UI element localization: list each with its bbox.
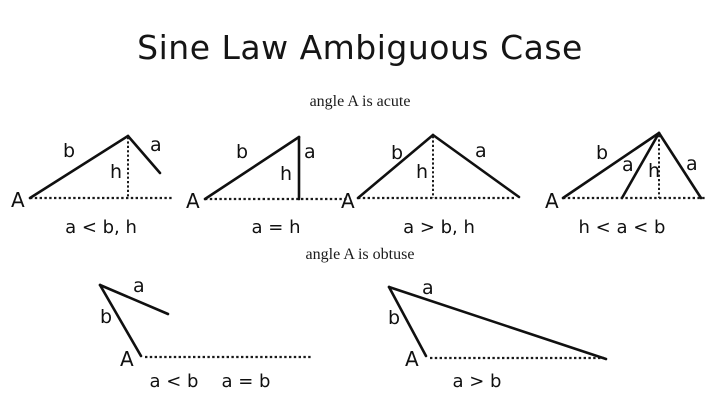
figure-case-a-less-than-b-h [28, 134, 172, 200]
side-label-a-obtuse1: a [133, 275, 145, 297]
side-a-segment [98, 283, 170, 316]
side-b-segment [561, 131, 661, 200]
vertex-label-A-case2: A [186, 189, 200, 213]
height-label-h-case2: h [280, 163, 293, 185]
figure-case-obtuse-no-triangle [98, 283, 311, 359]
side-b-segment [98, 283, 143, 358]
side-label-b-case4: b [596, 142, 609, 164]
caption-case4: h < a < b [578, 217, 666, 238]
side-a-segment [387, 285, 608, 361]
side-label-a-second-case4: a [686, 153, 698, 175]
side-b-segment [28, 134, 130, 200]
side-b-segment [203, 135, 301, 201]
vertex-label-A-case3: A [341, 189, 355, 213]
section-header-acute: angle A is acute [309, 93, 411, 110]
side-a-segment-second [657, 131, 703, 200]
side-b-segment [387, 285, 428, 358]
side-label-a-first-case4: a [622, 154, 634, 176]
page-title: Sine Law Ambiguous Case [137, 28, 583, 67]
caption-case2: a = h [251, 217, 301, 238]
side-label-a-obtuse2: a [422, 277, 434, 299]
side-label-b-case2: b [236, 141, 249, 163]
height-label-h-case1: h [110, 161, 123, 183]
height-label-h-case3: h [416, 161, 429, 183]
side-label-b-case3: b [391, 142, 404, 164]
figure-case-obtuse-one-triangle [387, 285, 608, 361]
side-a-segment [126, 134, 162, 175]
side-label-b-obtuse1: b [100, 306, 113, 328]
side-label-b-case1: b [63, 140, 76, 162]
section-header-obtuse: angle A is obtuse [305, 246, 415, 263]
side-label-a-case1: a [150, 134, 162, 156]
height-label-h-case4: h [648, 160, 661, 182]
caption-case3: a > b, h [403, 217, 475, 238]
figure-case-h-less-than-a-less-than-b [561, 131, 706, 200]
vertex-label-A-obtuse1: A [120, 347, 134, 371]
caption-obtuse2: a > b [452, 371, 502, 392]
side-a-segment [431, 133, 521, 199]
vertex-label-A-obtuse2: A [405, 347, 419, 371]
side-b-segment [356, 133, 435, 200]
figure-case-a-equals-h [203, 135, 347, 201]
figure-case-a-greater-than-b-h [356, 133, 521, 200]
caption-obtuse1-second: a = b [221, 371, 271, 392]
side-label-a-case3: a [475, 140, 487, 162]
vertex-label-A-case4: A [545, 189, 559, 213]
side-label-b-obtuse2: b [388, 307, 401, 329]
caption-case1: a < b, h [65, 217, 137, 238]
caption-obtuse1-first: a < b [149, 371, 199, 392]
side-label-a-case2: a [304, 141, 316, 163]
vertex-label-A-case1: A [11, 188, 25, 212]
side-a-segment-first [620, 131, 661, 200]
